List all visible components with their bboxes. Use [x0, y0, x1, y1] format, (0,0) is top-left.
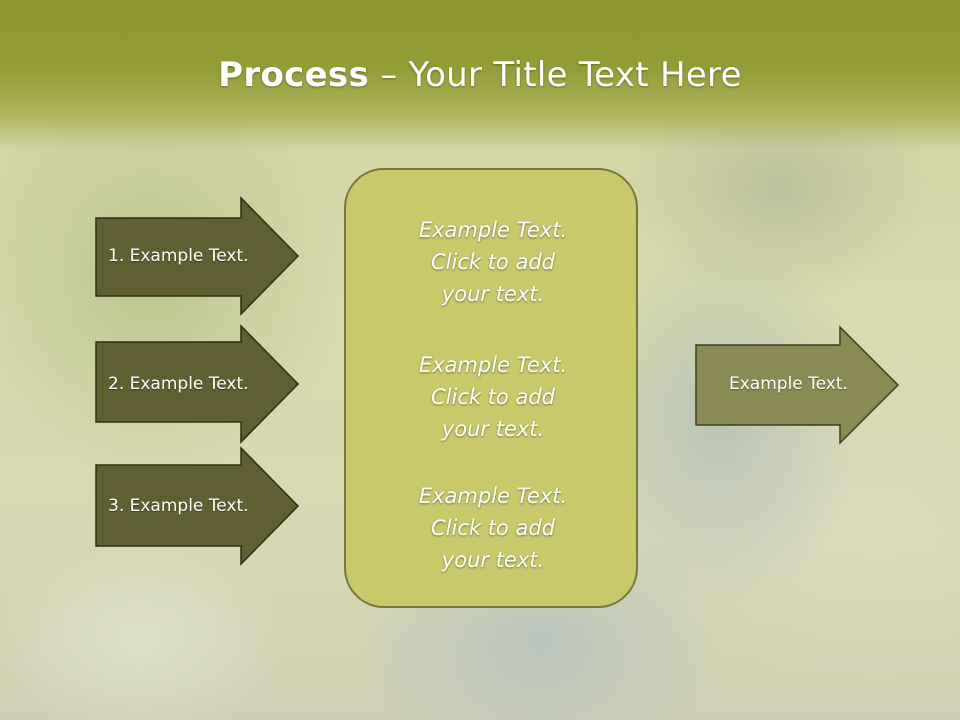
center-text-block-2[interactable]: Example Text. Click to add your text. — [346, 349, 640, 445]
title-bold: Process — [218, 55, 370, 95]
process-step-label: 2. Example Text. — [108, 374, 249, 394]
center-text-line: your text. — [441, 282, 545, 306]
arrow-shape — [95, 196, 300, 316]
slide-title[interactable]: Process – Your Title Text Here — [0, 55, 960, 95]
arrow-shape — [95, 324, 300, 444]
center-text-line: Example Text. — [418, 484, 568, 508]
arrow-shape — [695, 325, 900, 445]
center-content-box[interactable]: Example Text. Click to add your text. Ex… — [344, 168, 638, 608]
center-text-line: Click to add — [430, 385, 555, 409]
output-arrow[interactable]: Example Text. — [695, 325, 900, 445]
arrow-shape — [95, 446, 300, 566]
center-text-block-3[interactable]: Example Text. Click to add your text. — [346, 480, 640, 576]
center-text-line: Example Text. — [418, 353, 568, 377]
process-step-arrow-2[interactable]: 2. Example Text. — [95, 324, 300, 444]
center-text-line: your text. — [441, 417, 545, 441]
process-step-label: 1. Example Text. — [108, 246, 249, 266]
title-rest: – Your Title Text Here — [369, 55, 742, 95]
process-step-arrow-3[interactable]: 3. Example Text. — [95, 446, 300, 566]
process-step-label: 3. Example Text. — [108, 496, 249, 516]
center-text-line: Example Text. — [418, 218, 568, 242]
center-text-block-1[interactable]: Example Text. Click to add your text. — [346, 214, 640, 310]
process-step-arrow-1[interactable]: 1. Example Text. — [95, 196, 300, 316]
output-arrow-label: Example Text. — [729, 374, 848, 394]
title-band — [0, 0, 960, 150]
center-text-line: Click to add — [430, 516, 555, 540]
center-text-line: your text. — [441, 548, 545, 572]
center-text-line: Click to add — [430, 250, 555, 274]
